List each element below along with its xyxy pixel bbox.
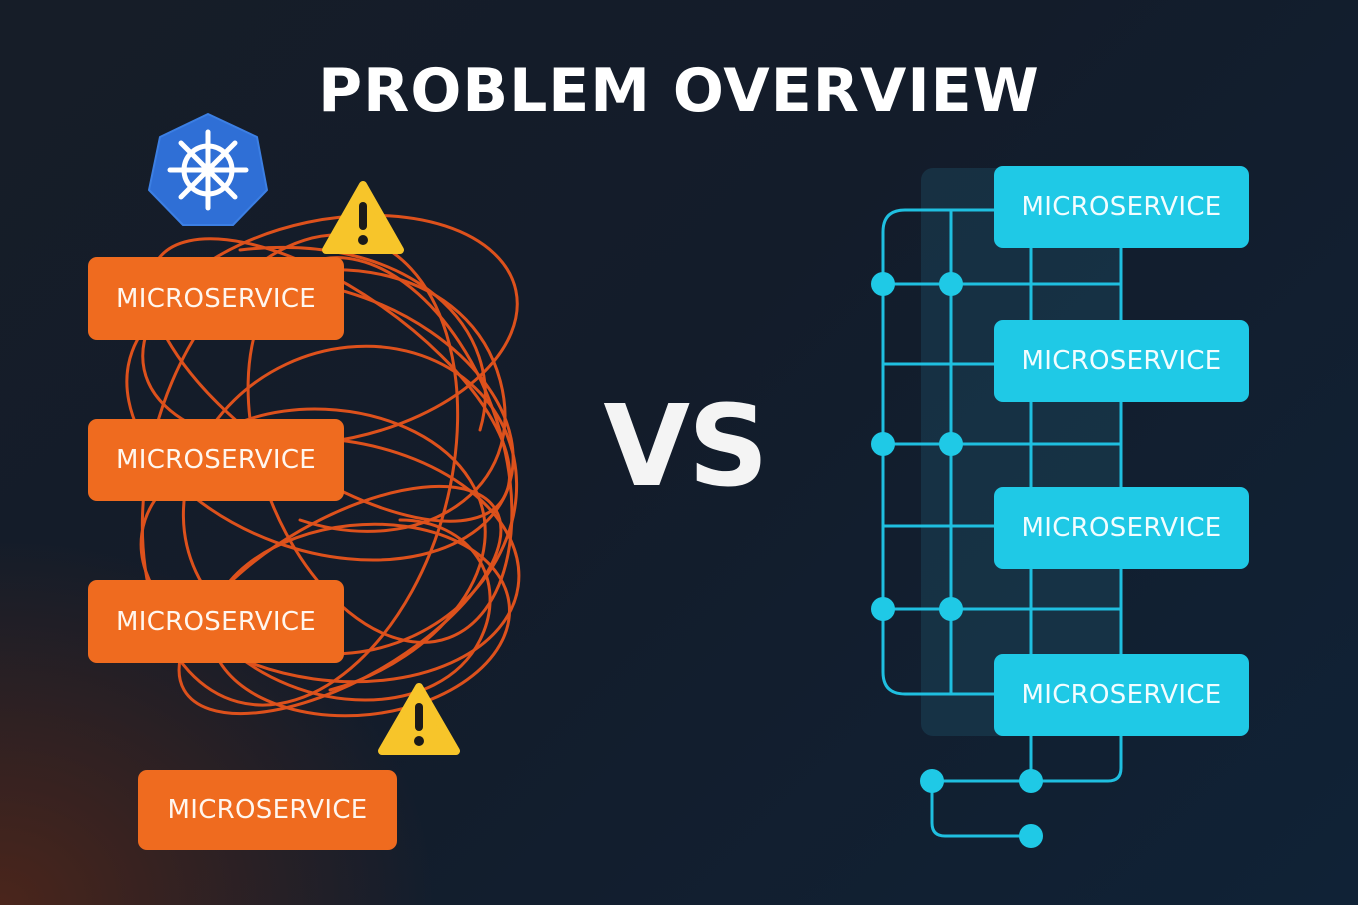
kubernetes-icon xyxy=(148,113,268,226)
grid-node xyxy=(1019,824,1043,848)
grid-node xyxy=(939,597,963,621)
grid-highlight-column xyxy=(921,168,1121,736)
right-microservice-box: MICROSERVICE xyxy=(994,487,1249,569)
right-microservice-box: MICROSERVICE xyxy=(994,166,1249,248)
grid-node xyxy=(871,432,895,456)
right-microservice-box: MICROSERVICE xyxy=(994,654,1249,736)
grid-node xyxy=(939,272,963,296)
left-microservice-box: MICROSERVICE xyxy=(138,770,397,850)
grid-node xyxy=(871,272,895,296)
right-microservice-box: MICROSERVICE xyxy=(994,320,1249,402)
left-microservice-box: MICROSERVICE xyxy=(88,257,344,340)
structured-grid xyxy=(871,168,1123,848)
vs-label: VS xyxy=(603,382,768,512)
grid-node xyxy=(920,769,944,793)
grid-node xyxy=(871,597,895,621)
warning-icon xyxy=(322,181,404,254)
left-microservice-box: MICROSERVICE xyxy=(88,419,344,501)
grid-node xyxy=(1019,769,1043,793)
warning-icon xyxy=(378,683,460,755)
grid-node xyxy=(939,432,963,456)
page-title: PROBLEM OVERVIEW xyxy=(318,56,1040,126)
left-microservice-box: MICROSERVICE xyxy=(88,580,344,663)
